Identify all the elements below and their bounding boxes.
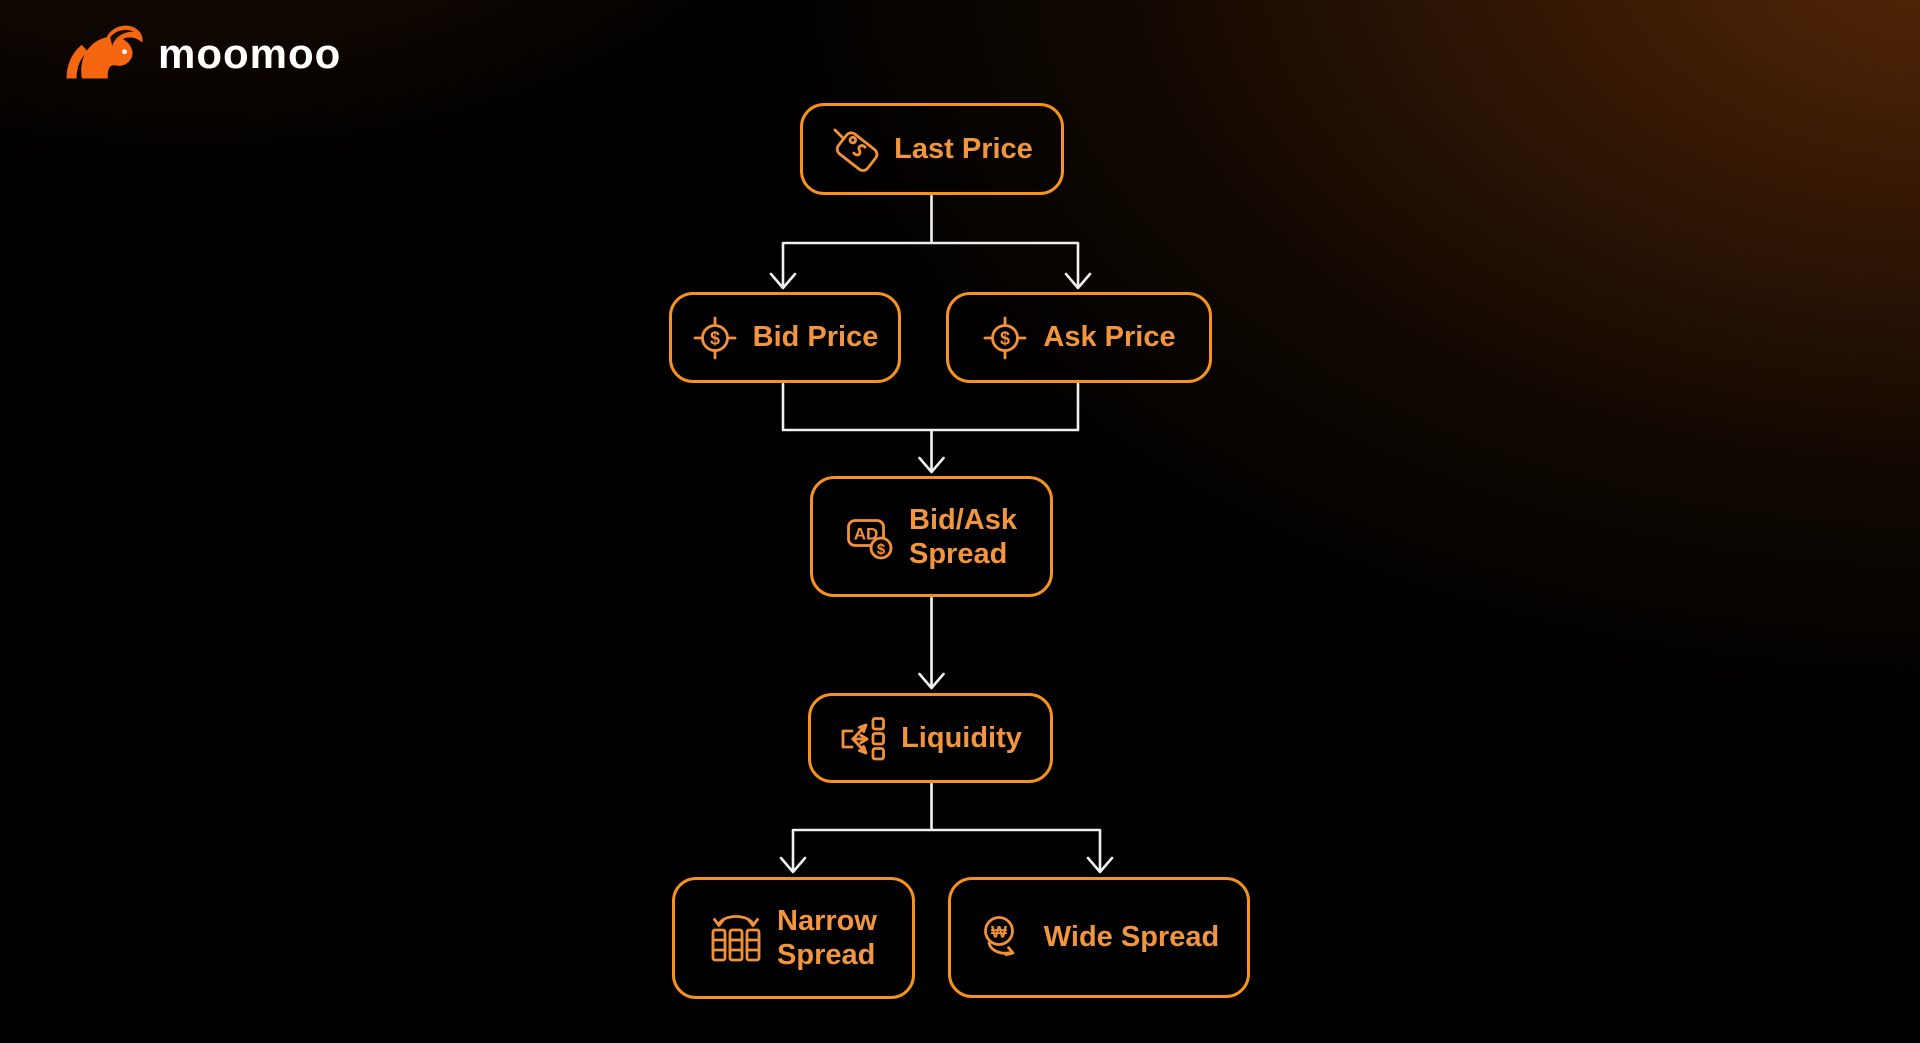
edge-lastprice-split [781,194,1080,288]
node-wide-spread: ₩ Wide Spread [948,877,1250,998]
moomoo-bull-icon [66,25,143,79]
target-dollar-icon: $ [693,316,737,359]
arrowhead-to-narrow [779,856,807,874]
node-liquidity: Liquidity [808,693,1053,783]
svg-text:$: $ [1000,328,1010,348]
node-bid-price: $ Bid Price [669,292,901,383]
arrowhead-to-ask [1064,272,1092,290]
brand-logo: moomoo [64,22,341,80]
arrowhead-to-spread [918,456,945,474]
won-arrow-icon: ₩ [983,915,1015,956]
node-label: Bid Price [752,321,879,353]
arrowhead-to-wide [1086,856,1114,874]
target-dollar-icon: $ [983,316,1027,359]
node-label: Liquidity [901,721,1022,754]
node-label: Wide Spread [1043,921,1220,953]
columns-arc-icon [711,915,761,962]
svg-text:$: $ [877,541,886,558]
brand-wordmark: moomoo [158,30,342,77]
flow-split-icon [841,716,885,760]
arrowhead-to-bid [769,272,797,290]
node-bid-ask-spread: AD $ Bid/Ask Spread [810,476,1053,597]
edge-liquidity-split [791,782,1102,872]
svg-text:₩: ₩ [991,922,1008,941]
arrowhead-to-liquidity [918,672,945,690]
node-label: Ask Price [1043,321,1176,353]
svg-text:AD: AD [854,524,879,543]
node-label: Bid/Ask Spread [909,503,1017,570]
node-label: Last Price [894,132,1033,165]
bull-eye [122,49,128,55]
ad-dollar-icon: AD $ [847,518,893,559]
node-last-price: Last Price [800,103,1064,195]
node-narrow-spread: Narrow Spread [672,877,915,999]
price-tag-icon [833,128,879,172]
node-ask-price: $ Ask Price [946,292,1212,383]
node-label: Narrow Spread [777,905,877,971]
svg-text:$: $ [710,328,720,348]
edge-merge-to-spread [781,382,1080,472]
